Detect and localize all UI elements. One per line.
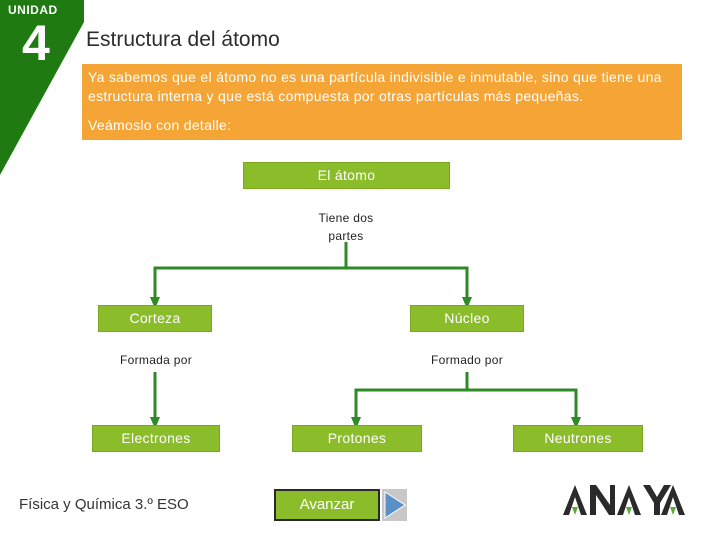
unit-number: 4	[22, 15, 50, 71]
play-icon	[384, 491, 406, 519]
unit-label: UNIDAD	[8, 3, 58, 17]
connector-to-protones	[351, 388, 467, 429]
caption-atom-parts: Tiene dos partes	[296, 209, 396, 245]
connector-to-corteza	[150, 266, 346, 309]
intro-text: Ya sabemos que el átomo no es una partíc…	[88, 69, 662, 104]
caption-atom-line1: Tiene dos	[318, 211, 374, 225]
caption-corteza: Formada por	[120, 353, 192, 367]
next-arrow-button[interactable]	[382, 489, 407, 521]
node-atom: El átomo	[243, 162, 450, 189]
node-protones: Protones	[292, 425, 422, 452]
connector-to-nucleo	[346, 266, 472, 309]
node-electrones: Electrones	[92, 425, 220, 452]
caption-atom-line2: partes	[328, 229, 364, 243]
page-title: Estructura del átomo	[86, 28, 280, 51]
footer-subject: Física y Química 3.º ESO	[19, 496, 189, 513]
intro-box: Ya sabemos que el átomo no es una partíc…	[82, 64, 682, 140]
node-nucleo: Núcleo	[410, 305, 524, 332]
intro-detail: Veámoslo con detalle:	[88, 117, 232, 133]
node-corteza: Corteza	[98, 305, 212, 332]
caption-nucleo: Formado por	[431, 353, 503, 367]
node-neutrones: Neutrones	[513, 425, 643, 452]
next-button[interactable]: Avanzar	[274, 489, 380, 521]
anaya-logo	[563, 485, 685, 515]
connector-to-neutrones	[467, 388, 581, 429]
